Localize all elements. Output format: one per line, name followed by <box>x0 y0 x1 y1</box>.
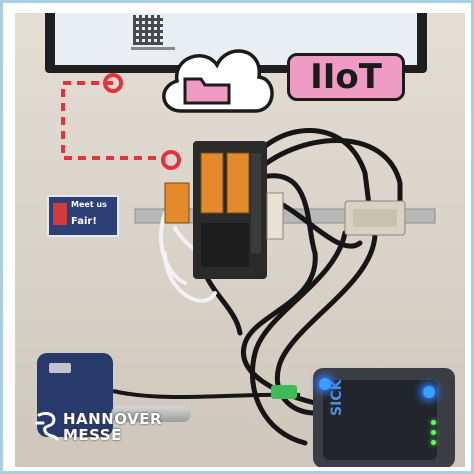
blue-led-right <box>423 386 435 398</box>
brand-text: HANNOVER MESSE <box>63 411 162 443</box>
brand-line-1: HANNOVER <box>63 410 163 428</box>
status-led-2 <box>431 430 436 435</box>
qr-caption-line <box>131 47 175 50</box>
green-connector <box>271 385 297 399</box>
orange-module-2 <box>226 152 250 214</box>
wall-monitor <box>45 13 427 73</box>
iiot-label-text: IIoT <box>310 57 382 97</box>
poster-line-1: Meet us <box>71 200 107 209</box>
sick-device: SICK <box>313 368 455 467</box>
blue-sensor-device <box>37 353 113 437</box>
status-led-1 <box>431 420 436 425</box>
terminal-block <box>266 192 284 240</box>
qr-code-icon <box>133 15 163 45</box>
meet-us-poster: Meet us Fair! <box>47 195 119 237</box>
photo-scene: IIoT Meet us Fair! SICK <box>15 13 465 467</box>
poster-red-block <box>53 203 67 225</box>
orange-module-3 <box>164 182 190 224</box>
sensor-label-plate <box>49 363 71 373</box>
orange-module-1 <box>200 152 224 214</box>
blue-led-left <box>319 378 331 390</box>
link-endpoint-device <box>161 150 181 170</box>
dashed-link <box>61 81 163 160</box>
brand-line-2: MESSE <box>63 426 122 444</box>
switch-side <box>251 153 261 253</box>
sick-logo: SICK <box>329 379 345 416</box>
cable-drawing <box>61 73 436 446</box>
link-endpoint-top <box>103 73 123 93</box>
poster-text: Meet us Fair! <box>71 200 107 227</box>
hannover-messe-brand: HANNOVER MESSE <box>33 411 162 443</box>
hannover-messe-logo-icon <box>35 411 59 441</box>
sick-device-face <box>323 380 437 460</box>
poster-line-2: Fair! <box>71 216 97 227</box>
status-led-3 <box>431 440 436 445</box>
folder-icon <box>183 77 231 105</box>
cloud-folder-icon <box>155 37 277 121</box>
junction-face <box>353 209 397 227</box>
switch-port-block <box>201 223 249 267</box>
sensor-probe <box>111 406 191 422</box>
iiot-label: IIoT <box>287 53 405 101</box>
